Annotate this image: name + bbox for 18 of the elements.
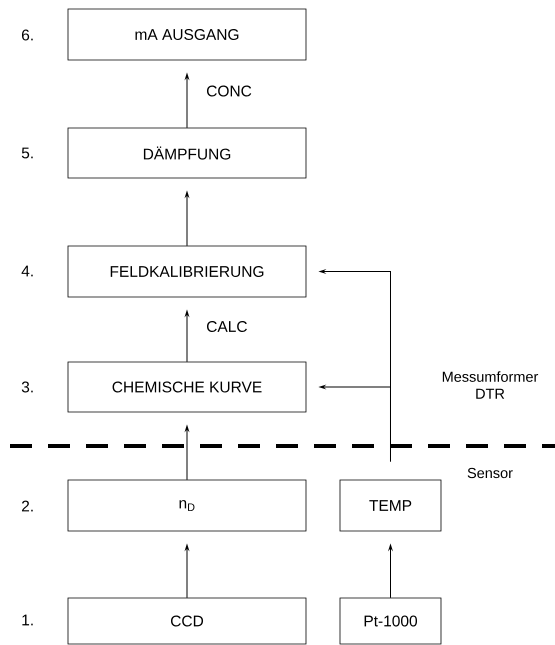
step-number: 6. (22, 30, 33, 40)
step-number: 5. (22, 148, 33, 158)
process-box: Pt-1000 (340, 598, 442, 644)
block-label: Sensor (468, 468, 513, 478)
edge-label: CONC (206, 86, 252, 96)
process-box: TEMP (340, 480, 442, 532)
step-number: 4. (22, 266, 33, 276)
step-number: 2. (22, 500, 33, 512)
process-box: DÄMPFUNG (68, 128, 306, 178)
edge-label: CALC (206, 321, 247, 332)
process-box: CCD (68, 598, 306, 644)
step-number: 3. (22, 382, 33, 392)
process-box: mA AUSGANG (68, 8, 306, 60)
step-number: 1. (22, 614, 33, 626)
block-label: Messumformer DTR (442, 371, 538, 399)
process-box: n$_{D}$ (68, 480, 306, 532)
process-box: CHEMISCHE KURVE (68, 362, 306, 412)
process-box: FELDKALIBRIERUNG (68, 246, 306, 298)
